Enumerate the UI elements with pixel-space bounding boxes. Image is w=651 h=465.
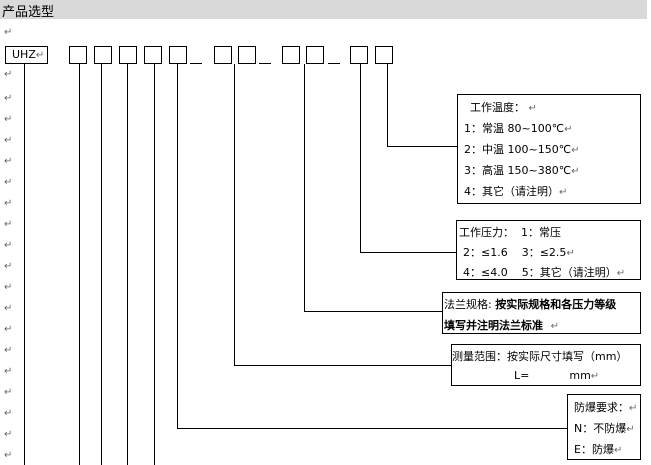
connector-measure	[234, 365, 451, 366]
model-prefix-box: UHZ↵	[5, 46, 48, 64]
temperature-title: 工作温度： ↵	[470, 101, 537, 114]
temperature-option: 3：高温 150~380℃↵	[464, 164, 580, 177]
code-slot-4[interactable]	[144, 46, 162, 64]
flange-box: 法兰规格: 按实际规格和各压力等级 填写并注明法兰标准 ↵	[442, 292, 641, 334]
paragraph-mark: ↵	[4, 387, 13, 398]
separator-dash	[190, 63, 202, 64]
paragraph-mark: ↵	[4, 261, 13, 272]
paragraph-mark: ↵	[4, 27, 13, 38]
separator-dash	[259, 63, 271, 64]
flange-line1: 法兰规格: 按实际规格和各压力等级	[444, 298, 617, 311]
temperature-box: 工作温度： ↵ 1：常温 80~100℃↵ 2：中温 100~150℃↵ 3：高…	[457, 94, 641, 204]
leader-line	[387, 64, 388, 146]
code-slot-3[interactable]	[119, 46, 137, 64]
paragraph-mark: ↵	[4, 156, 13, 167]
measure-box: 测量范围：按实际尺寸填写（mm） L=mm↵	[451, 344, 641, 386]
leader-line	[101, 64, 102, 465]
paragraph-mark: ↵	[4, 324, 13, 335]
paragraph-mark: ↵	[4, 114, 13, 125]
flange-line2: 填写并注明法兰标准 ↵	[444, 319, 560, 332]
code-slot-7[interactable]	[238, 46, 256, 64]
model-prefix: UHZ	[12, 48, 36, 61]
code-slot-1[interactable]	[69, 46, 87, 64]
leader-line	[304, 64, 305, 311]
pressure-row: 4：≤4.0 5：其它（请注明）↵	[463, 266, 626, 279]
connector-flange	[304, 311, 442, 312]
code-slot-10[interactable]	[350, 46, 368, 64]
paragraph-mark: ↵	[4, 240, 13, 251]
paragraph-mark: ↵	[4, 177, 13, 188]
paragraph-mark: ↵	[4, 219, 13, 230]
code-slot-8[interactable]	[282, 46, 300, 64]
explosion-option-n: N：不防爆↵	[574, 422, 635, 435]
heading-text: 产品选型	[2, 5, 55, 20]
paragraph-mark: ↵	[4, 135, 13, 146]
pressure-box: 工作压力： 1：常压 2：≤1.6 3：≤2.5↵ 4：≤4.0 5：其它（请注…	[456, 220, 641, 280]
leader-line	[127, 64, 128, 465]
temperature-option: 4：其它（请注明）↵	[464, 185, 568, 198]
connector-temperature	[387, 146, 458, 147]
paragraph-mark: ↵	[4, 408, 13, 419]
temperature-option: 2：中温 100~150℃↵	[464, 143, 580, 156]
leader-line	[360, 64, 361, 252]
code-slot-9[interactable]	[306, 46, 324, 64]
code-slot-5[interactable]	[169, 46, 187, 64]
leader-line	[154, 64, 155, 465]
code-slot-2[interactable]	[94, 46, 112, 64]
paragraph-mark: ↵	[4, 366, 13, 377]
paragraph-mark: ↵	[4, 429, 13, 440]
paragraph-mark: ↵	[4, 93, 13, 104]
code-slot-11[interactable]	[375, 46, 393, 64]
explosion-option-e: E：防爆↵	[574, 443, 623, 456]
temperature-option: 1：常温 80~100℃↵	[464, 122, 573, 135]
leader-line	[177, 64, 178, 428]
paragraph-mark: ↵	[4, 450, 13, 461]
paragraph-mark: ↵	[4, 282, 13, 293]
connector-explosion	[177, 428, 567, 429]
pressure-title-row: 工作压力： 1：常压	[459, 226, 561, 239]
separator-dash	[328, 63, 340, 64]
paragraph-mark: ↵	[4, 69, 13, 80]
leader-line	[24, 64, 25, 465]
connector-pressure	[360, 252, 456, 253]
explosion-box: 防爆要求：↵ N：不防爆↵ E：防爆↵	[567, 394, 641, 460]
measure-length-row: L=mm↵	[514, 369, 600, 382]
leader-line	[79, 64, 80, 465]
code-slot-6[interactable]	[214, 46, 232, 64]
paragraph-mark: ↵	[4, 198, 13, 209]
heading-bar: 产品选型	[0, 0, 647, 20]
measure-line1: 测量范围：按实际尺寸填写（mm）	[452, 350, 628, 363]
leader-line	[234, 64, 235, 365]
explosion-title: 防爆要求：↵	[574, 401, 638, 414]
paragraph-mark: ↵	[4, 345, 13, 356]
pressure-row: 2：≤1.6 3：≤2.5↵	[463, 246, 575, 259]
paragraph-mark: ↵	[35, 50, 45, 61]
paragraph-mark: ↵	[4, 303, 13, 314]
